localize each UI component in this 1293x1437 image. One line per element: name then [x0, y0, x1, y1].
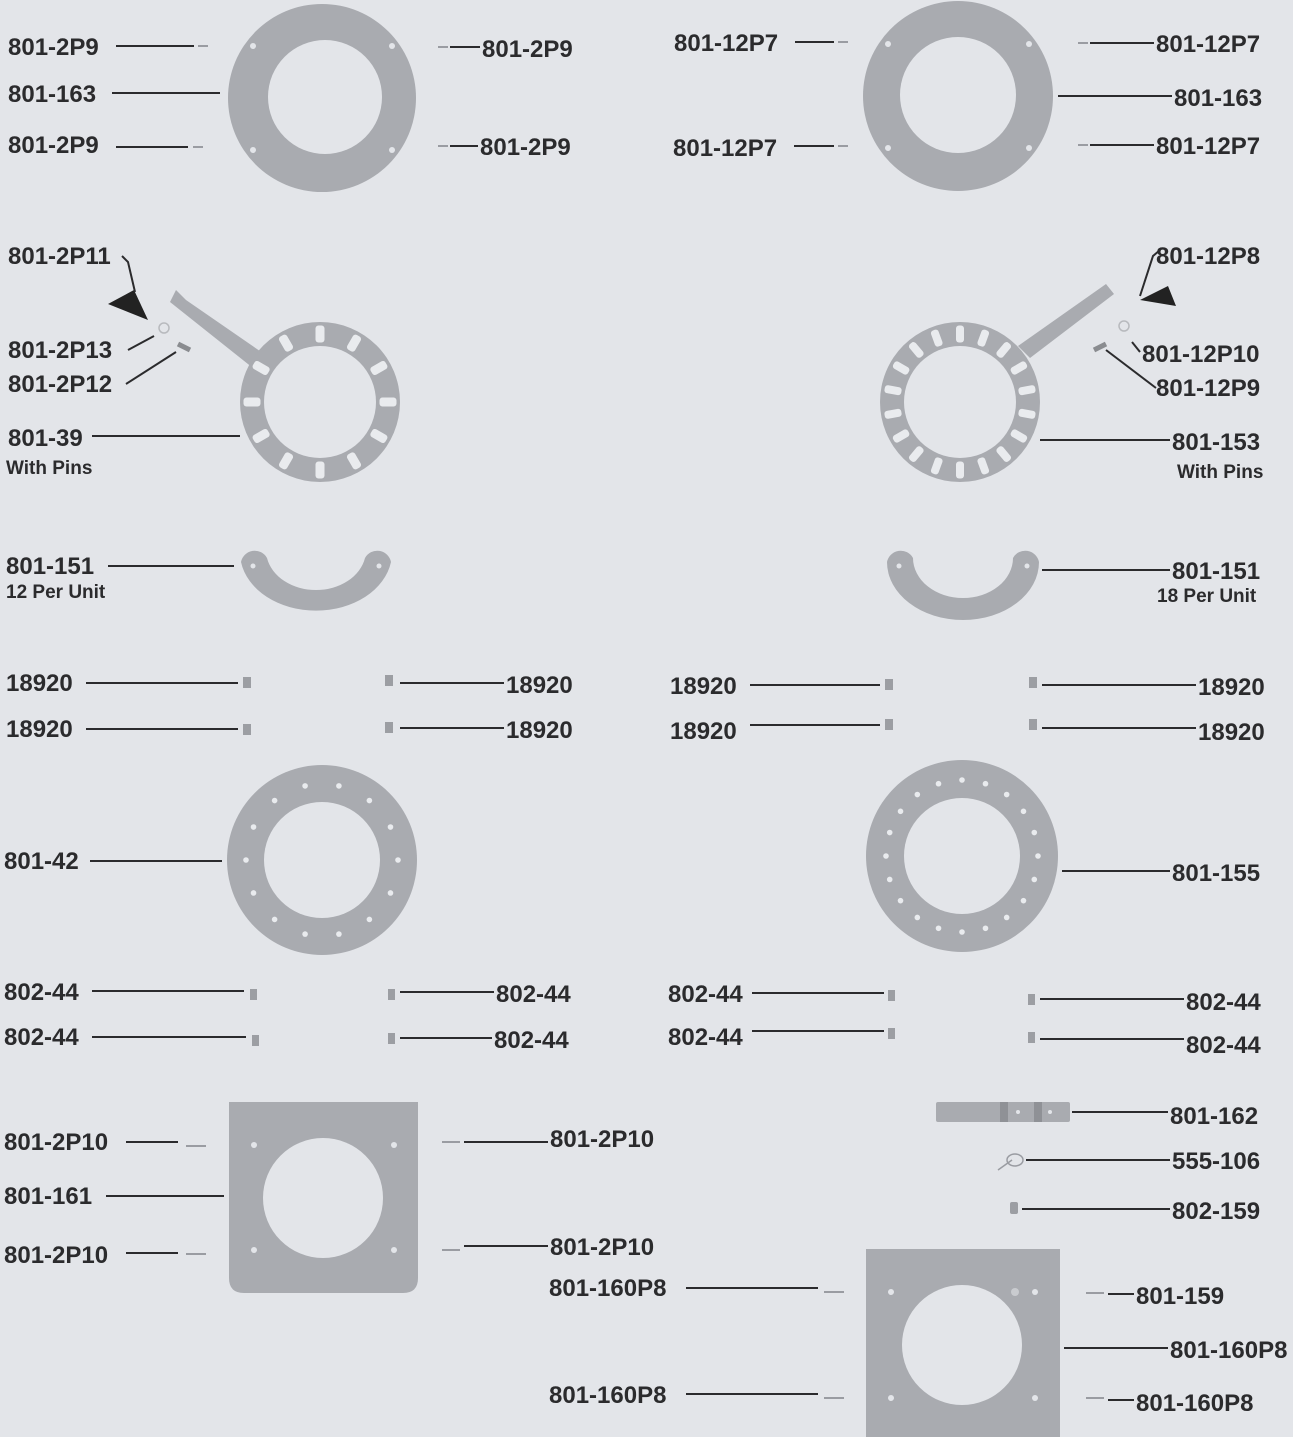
label-801-12P7: 801-12P7 [1156, 31, 1260, 58]
label-801-12P8: 801-12P8 [1156, 243, 1260, 270]
pointer-left-icon [108, 290, 148, 320]
label-18920: 18920 [1198, 674, 1265, 701]
arc-segment-right [887, 550, 1039, 620]
label-801-12P7: 801-12P7 [674, 30, 778, 57]
label-18920: 18920 [670, 673, 737, 700]
label-802-44: 802-44 [668, 981, 743, 1008]
label-801-163: 801-163 [1174, 85, 1262, 112]
label-801-151: 801-151 [1172, 558, 1260, 585]
label-18920: 18920 [670, 718, 737, 745]
label-801-2P9: 801-2P9 [8, 34, 99, 61]
label-with-pins-right: With Pins [1177, 462, 1263, 483]
label-801-160P8: 801-159 [1136, 1283, 1224, 1310]
gasket-left-801-163 [228, 4, 416, 192]
label-18-per-unit: 18 Per Unit [1157, 586, 1257, 607]
label-802-44: 802-44 [4, 1024, 79, 1051]
label-802-159: 802-159 [1172, 1198, 1260, 1225]
label-18920: 18920 [6, 716, 73, 743]
label-12-per-unit: 12 Per Unit [6, 582, 106, 603]
label-18920: 18920 [1198, 719, 1265, 746]
bolt-ring-left-801-42 [227, 765, 417, 955]
label-801-160P8: 801-160P8 [1136, 1390, 1253, 1417]
label-801-155: 801-155 [1172, 860, 1260, 887]
label-801-42: 801-42 [4, 848, 79, 875]
label-801-151: 801-151 [6, 553, 94, 580]
label-801-2P9: 801-2P9 [480, 134, 571, 161]
latch-bar-801-162 [936, 1102, 1070, 1122]
label-801-159: 801-160P8 [1170, 1337, 1287, 1364]
bolt-ring-right-801-155 [866, 760, 1058, 952]
label-801-12P10: 801-12P10 [1142, 341, 1259, 368]
label-18920: 18920 [506, 672, 573, 699]
label-801-2P10: 801-2P10 [4, 1242, 108, 1269]
label-801-12P9: 801-12P9 [1156, 375, 1260, 402]
label-801-2P9: 801-2P9 [8, 132, 99, 159]
label-801-160P8: 801-160P8 [549, 1275, 666, 1302]
label-801-2P10: 801-2P10 [550, 1126, 654, 1153]
label-801-2P13: 801-2P13 [8, 337, 112, 364]
mounting-plate-801-161 [229, 1102, 418, 1293]
label-801-153: 801-153 [1172, 429, 1260, 456]
label-801-160P8: 801-160P8 [549, 1382, 666, 1409]
label-802-44: 802-44 [494, 1027, 569, 1054]
label-801-161: 801-161 [4, 1183, 92, 1210]
label-802-44: 802-44 [668, 1024, 743, 1051]
label-801-2P10: 801-2P10 [4, 1129, 108, 1156]
label-18920: 18920 [6, 670, 73, 697]
label-801-12P7: 801-12P7 [673, 135, 777, 162]
label-with-pins-left: With Pins [6, 458, 92, 479]
label-801-12P7: 801-12P7 [1156, 133, 1260, 160]
label-801-163: 801-163 [8, 81, 96, 108]
label-802-44: 802-44 [1186, 1032, 1261, 1059]
label-802-44: 802-44 [1186, 989, 1261, 1016]
pointer-right-icon [1140, 286, 1176, 306]
label-18920: 18920 [506, 717, 573, 744]
arc-segment-left [241, 550, 391, 611]
mounting-plate-801-159 [866, 1249, 1060, 1437]
label-801-2P11: 801-2P11 [8, 243, 111, 270]
label-801-39: 801-39 [8, 425, 83, 452]
label-801-2P12: 801-2P12 [8, 371, 112, 398]
slotted-ring-right-801-153 [880, 284, 1114, 482]
slotted-ring-left-801-39 [170, 290, 400, 482]
gasket-right-801-163 [863, 1, 1053, 191]
label-801-2P9: 801-2P9 [482, 36, 573, 63]
label-555-106: 555-106 [1172, 1148, 1260, 1175]
label-802-44: 802-44 [496, 981, 571, 1008]
label-801-162: 801-162 [1170, 1103, 1258, 1130]
label-801-2P10: 801-2P10 [550, 1234, 654, 1261]
label-802-44: 802-44 [4, 979, 79, 1006]
clip-555-106 [997, 1153, 1024, 1171]
